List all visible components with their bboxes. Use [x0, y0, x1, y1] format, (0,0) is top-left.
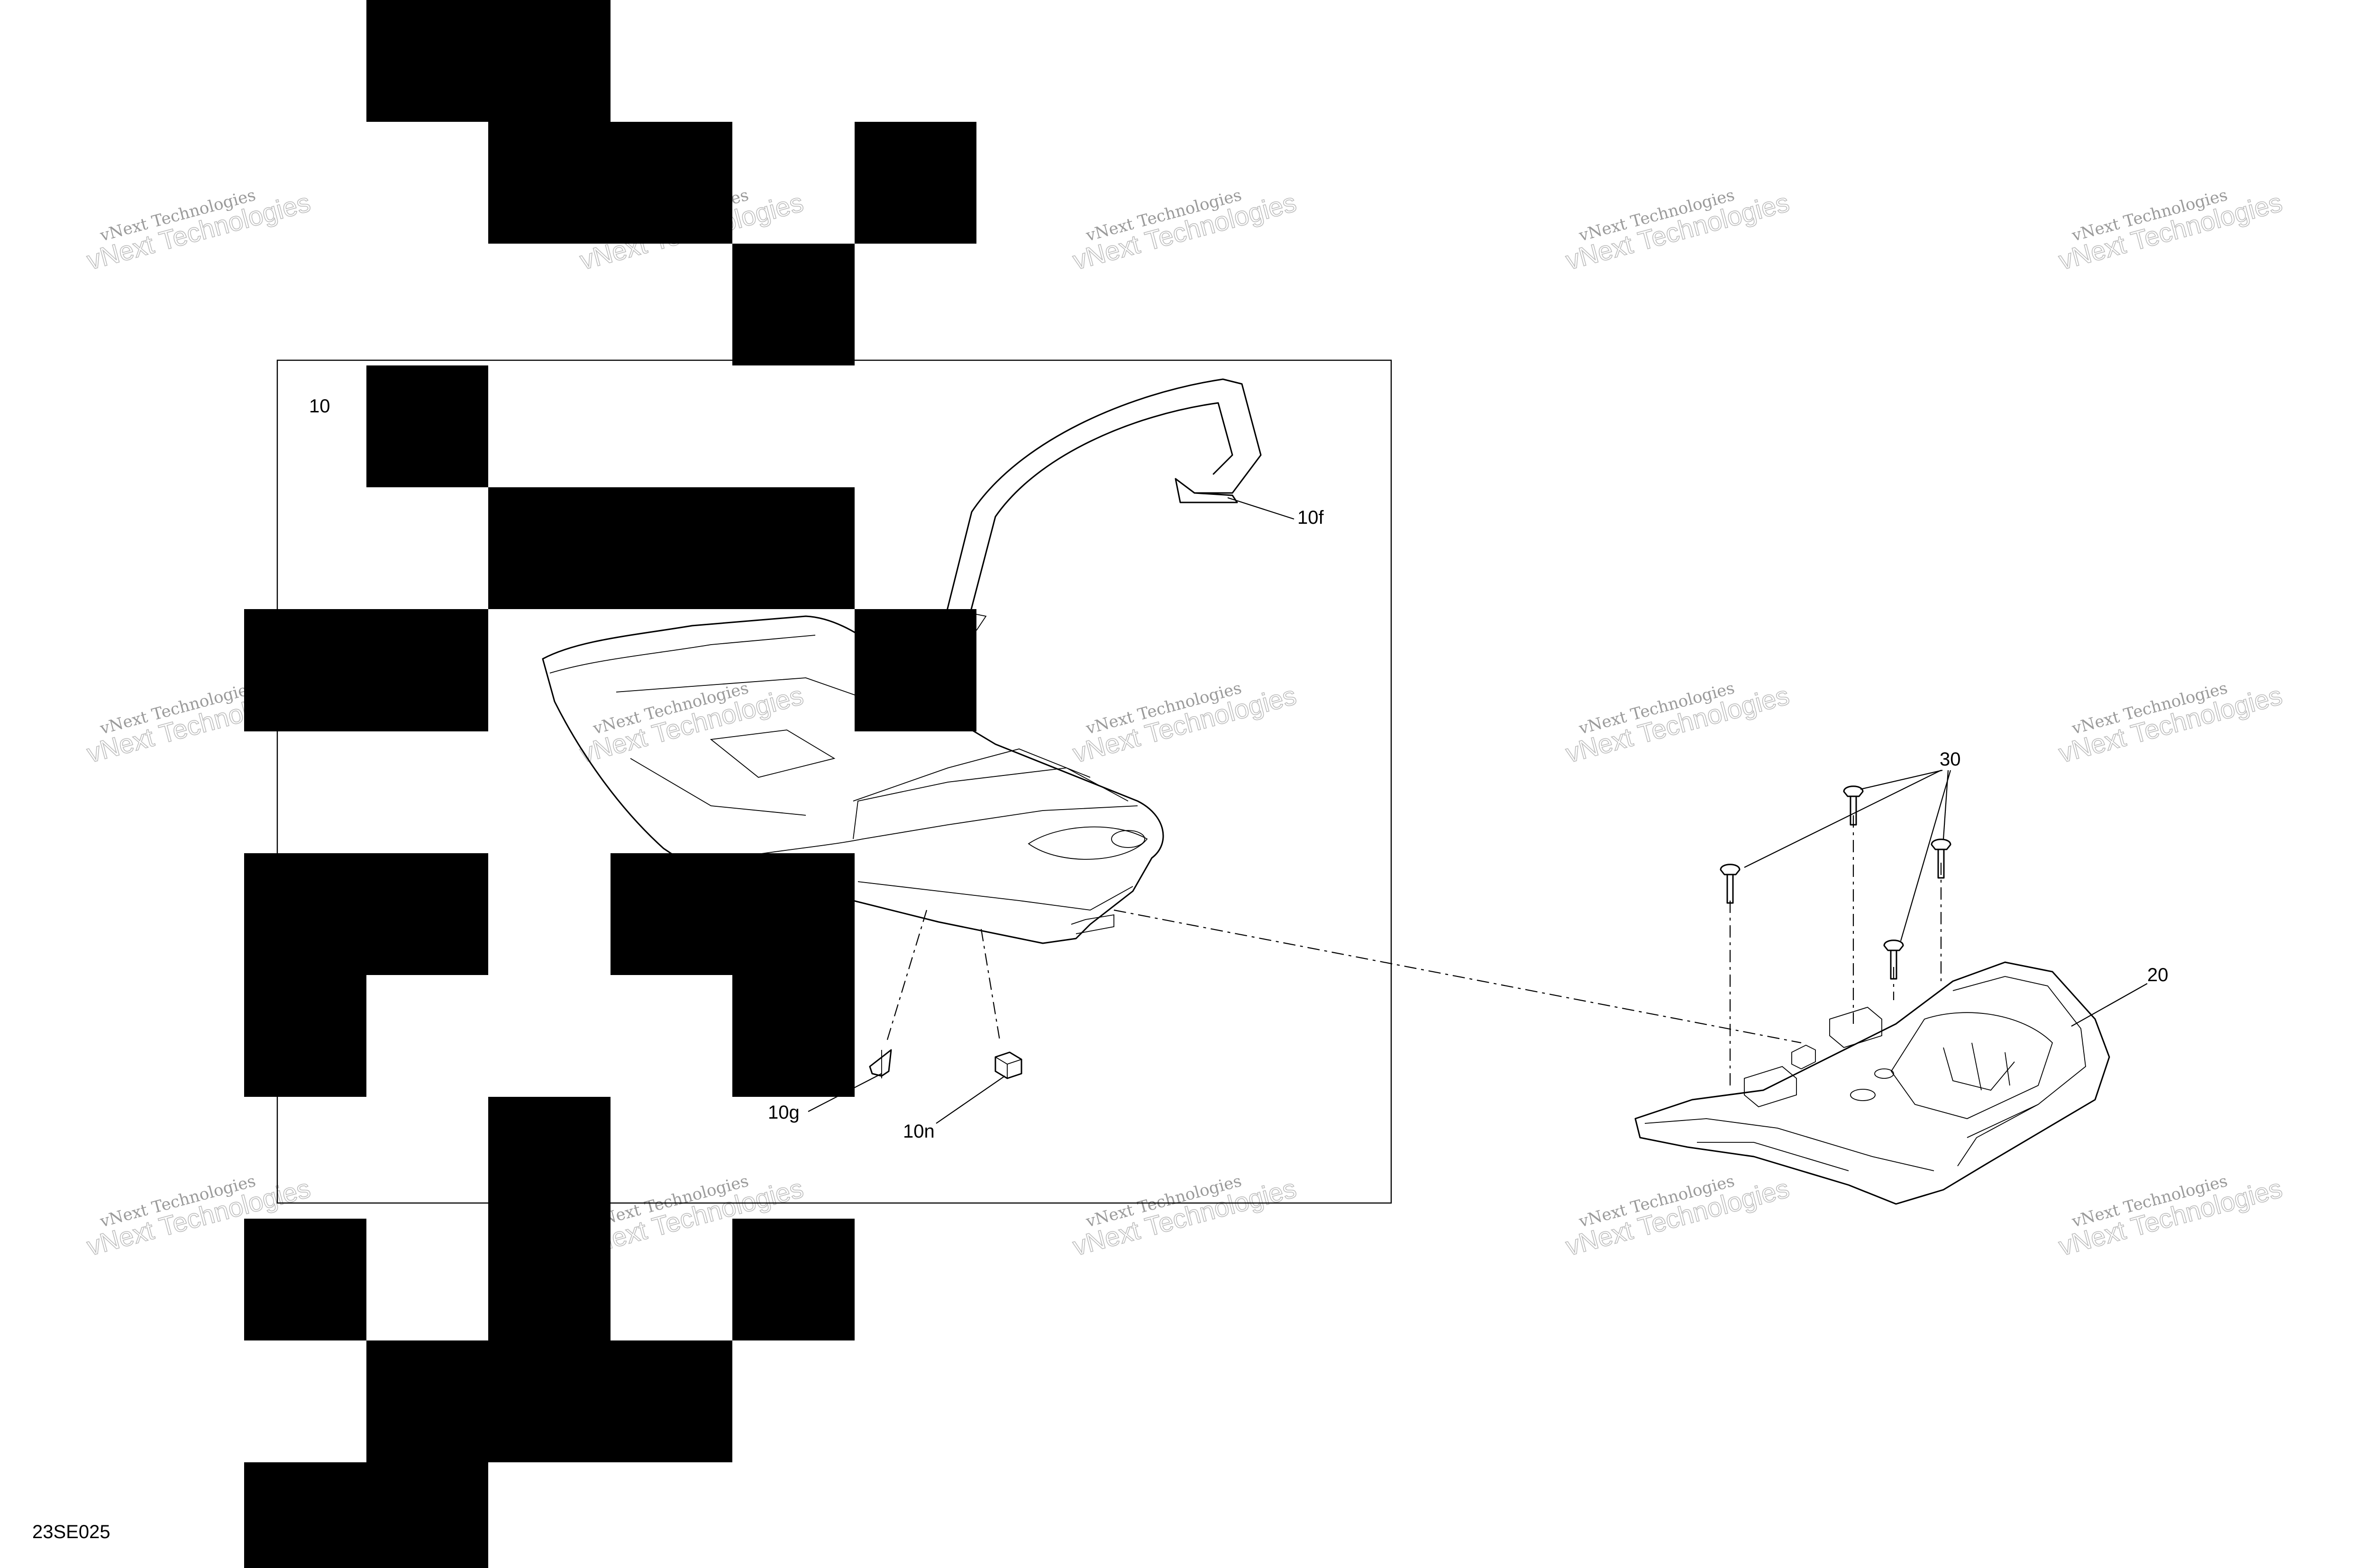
leader-10f [1227, 497, 1294, 520]
nut-part [936, 1051, 1022, 1124]
seat-base-part [1634, 961, 2148, 1205]
callout-30: 30 [1940, 749, 1961, 770]
screw-2 [1843, 785, 1864, 826]
strap-part [942, 378, 1262, 631]
screw-3 [1931, 839, 1951, 879]
screws-part [1720, 769, 1951, 980]
callout-20: 20 [2147, 965, 2169, 985]
redaction-blocks [244, 0, 976, 1568]
callout-10g: 10g [768, 1102, 800, 1123]
callout-10f: 10f [1297, 507, 1324, 528]
screw-1 [1720, 864, 1741, 904]
callout-10n: 10n [903, 1121, 935, 1142]
assembly-line-clip [885, 910, 928, 1043]
assembly-line-nut [980, 929, 1001, 1043]
assembly-line-seat-base [1113, 909, 1802, 1044]
drawing-code: 23SE025 [32, 1522, 110, 1542]
callout-10: 10 [309, 396, 330, 417]
screw-4 [1883, 939, 1904, 980]
